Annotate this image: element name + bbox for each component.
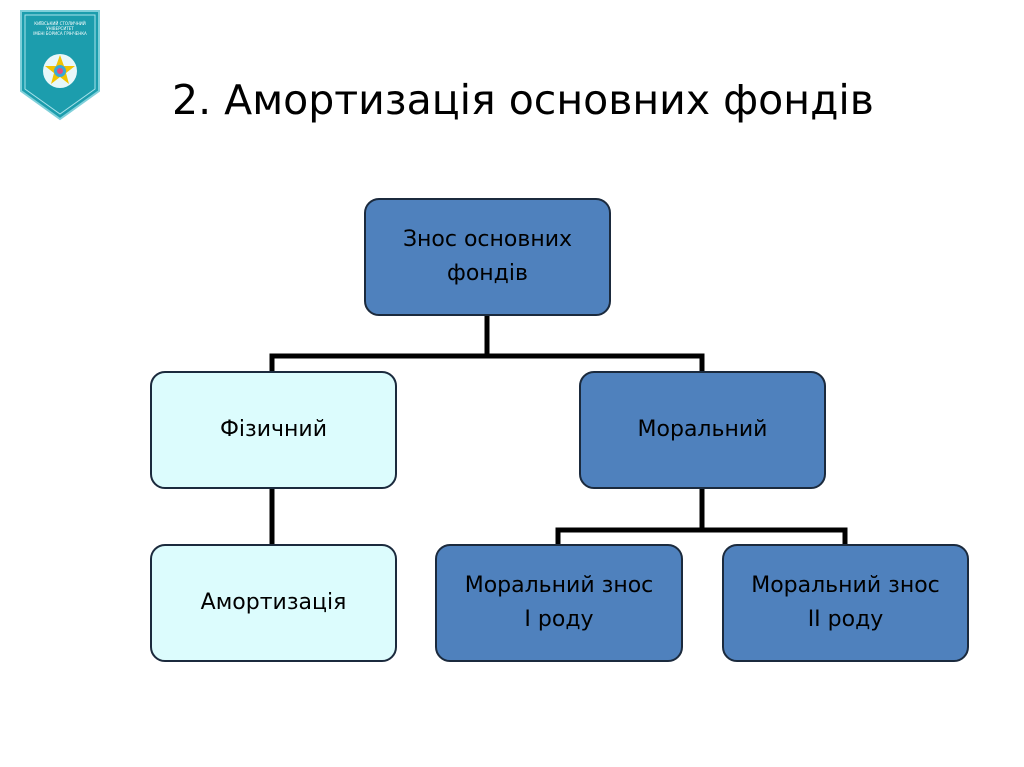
moral-wear-type-2-node: Моральний знос II роду [722, 544, 969, 662]
physical-wear-node: Фізичний [150, 371, 397, 489]
moral-wear-type-1-node: Моральний знос I роду [435, 544, 683, 662]
university-logo: КИЇВСЬКИЙ СТОЛИЧНИЙ УНІВЕРСИТЕТ ІМЕНІ БО… [19, 9, 101, 121]
star-emblem-icon [43, 54, 77, 88]
logo-lettering: КИЇВСЬКИЙ СТОЛИЧНИЙ УНІВЕРСИТЕТ ІМЕНІ БО… [33, 21, 87, 36]
root-node: Знос основних фондів [364, 198, 611, 316]
depreciation-node: Амортизація [150, 544, 397, 662]
moral-wear-node: Моральний [579, 371, 826, 489]
shield-icon [20, 10, 100, 121]
slide-title: 2. Амортизація основних фондів [172, 76, 874, 124]
